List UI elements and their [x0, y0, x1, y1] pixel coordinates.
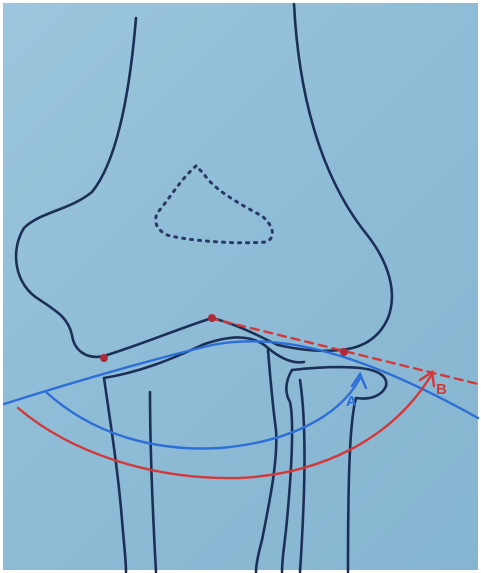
- fibula-shaft-mid: [300, 380, 305, 572]
- red-arc: [18, 374, 432, 478]
- tibia-medial-edge: [104, 378, 126, 572]
- tibia-lateral-edge: [256, 350, 276, 572]
- tibia-inner-edge: [150, 392, 156, 572]
- dotted-region: [156, 166, 273, 243]
- blue-arc: [46, 378, 360, 449]
- femur-outline: [16, 4, 392, 357]
- label-b: B: [436, 381, 447, 398]
- fibula-head: [292, 367, 386, 572]
- marker-left: [100, 354, 108, 362]
- marker-top: [208, 314, 216, 322]
- label-a: A: [346, 393, 357, 410]
- marker-right: [340, 348, 348, 356]
